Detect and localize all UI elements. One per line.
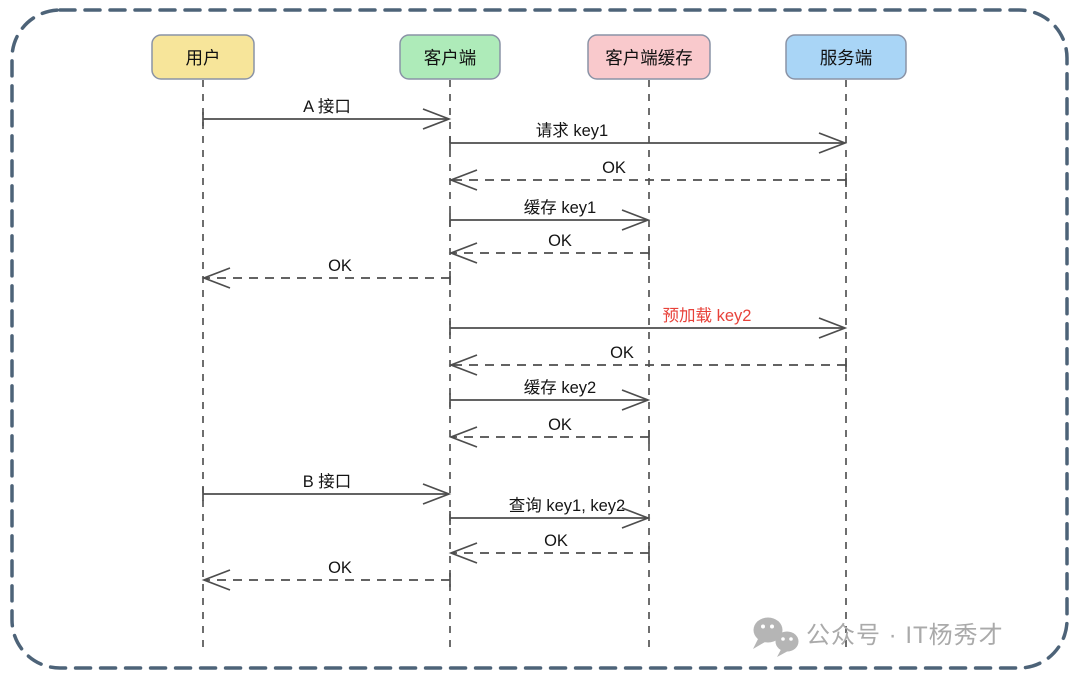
message-label: OK [602, 159, 626, 177]
arrowhead-icon [448, 169, 478, 191]
message-label: B 接口 [303, 472, 352, 491]
wechat-eye [781, 637, 785, 641]
message-3: OK [448, 159, 847, 191]
actor-client: 客户端 [399, 34, 501, 80]
message-5: OK [448, 232, 650, 264]
arrowhead-icon [621, 209, 651, 231]
message-9: 缓存 key2 [449, 378, 651, 411]
arrowhead-icon [818, 132, 848, 154]
message-label: OK [548, 416, 572, 434]
actor-server-box [785, 34, 907, 80]
actor-user-box [151, 34, 255, 80]
wechat-small-bubble [775, 631, 799, 652]
message-8: OK [448, 344, 847, 376]
actor-client-cache: 客户端缓存 [587, 34, 711, 80]
message-11: B 接口 [202, 472, 452, 505]
arrowhead-icon [448, 542, 478, 564]
arrowhead-icon [448, 426, 478, 448]
message-10: OK [448, 416, 650, 448]
message-1: A 接口 [202, 97, 452, 130]
arrowhead-icon [818, 317, 848, 339]
message-4: 缓存 key1 [449, 198, 651, 231]
arrowhead-icon [448, 354, 478, 376]
arrowhead-icon [422, 483, 452, 505]
message-label: 请求 key1 [536, 121, 608, 140]
watermark-text: 公众号 · IT杨秀才 [806, 622, 1004, 649]
wechat-eye [770, 624, 774, 629]
message-label: 缓存 key1 [524, 198, 596, 217]
message-label: OK [610, 344, 634, 362]
actor-user: 用户 [151, 34, 255, 80]
message-label: 预加载 key2 [663, 306, 752, 325]
message-label: OK [328, 257, 352, 275]
actor-client-label: 客户端 [424, 48, 477, 68]
message-label: OK [328, 559, 352, 577]
wechat-small-bubble-tail [777, 649, 788, 657]
arrowhead-icon [201, 569, 231, 591]
message-label: 查询 key1, key2 [509, 496, 625, 515]
wechat-big-bubble-tail [753, 639, 765, 649]
wechat-icon [753, 617, 799, 657]
message-12: 查询 key1, key2 [449, 496, 651, 529]
actor-server-label: 服务端 [820, 48, 873, 68]
wechat-eye [761, 624, 765, 629]
message-label: OK [548, 232, 572, 250]
actor-client-cache-label: 客户端缓存 [605, 48, 693, 68]
arrowhead-icon [621, 507, 651, 529]
actor-client-cache-box [587, 34, 711, 80]
message-6: OK [201, 257, 451, 289]
message-14: OK [201, 559, 451, 591]
message-label: OK [544, 532, 568, 550]
watermark: 公众号 · IT杨秀才 [753, 617, 1004, 657]
diagram-border [10, 8, 1069, 670]
wechat-big-bubble [753, 617, 783, 643]
actor-user-label: 用户 [186, 48, 221, 68]
message-label: A 接口 [303, 97, 351, 116]
actor-client-box [399, 34, 501, 80]
arrowhead-icon [448, 242, 478, 264]
arrowhead-icon [422, 108, 452, 130]
actor-server: 服务端 [785, 34, 907, 80]
message-7: 预加载 key2 [449, 306, 848, 339]
arrowhead-icon [201, 267, 231, 289]
message-2: 请求 key1 [449, 121, 848, 154]
wechat-eye [789, 637, 793, 641]
arrowhead-icon [621, 389, 651, 411]
message-13: OK [448, 532, 650, 564]
message-label: 缓存 key2 [524, 378, 596, 397]
